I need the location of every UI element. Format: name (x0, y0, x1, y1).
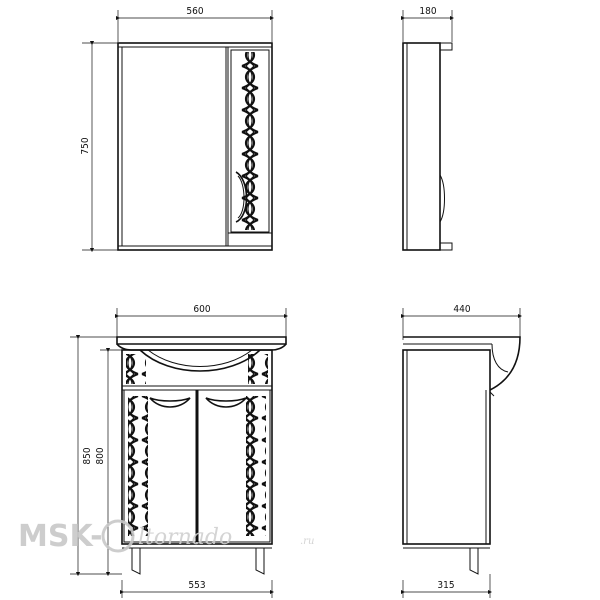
watermark-site: ltornado (138, 525, 232, 550)
mirror-width-label: 560 (186, 6, 203, 17)
vanity-height-body-label: 800 (95, 447, 106, 464)
watermark: MSK- ltornado .ru (18, 519, 314, 554)
vanity-body-depth-label: 315 (437, 580, 454, 591)
watermark-brand: MSK- (18, 519, 103, 554)
vanity-front-view: 600 850 800 (70, 304, 289, 598)
mirror-side-view: 180 (400, 6, 455, 251)
watermark-tld: .ru (300, 536, 314, 547)
vanity-side-view: 440 315 (400, 304, 523, 598)
mirror-height-label: 750 (80, 137, 91, 154)
mirror-depth-label: 180 (419, 6, 436, 17)
vanity-top-width-label: 600 (193, 304, 210, 315)
vanity-base-width-label: 553 (188, 580, 205, 591)
mirror-front-view: 560 750 (80, 6, 275, 253)
vanity-height-total-label: 850 (82, 447, 93, 464)
vanity-top-depth-label: 440 (453, 304, 470, 315)
watermark-logo-icon (101, 519, 135, 553)
